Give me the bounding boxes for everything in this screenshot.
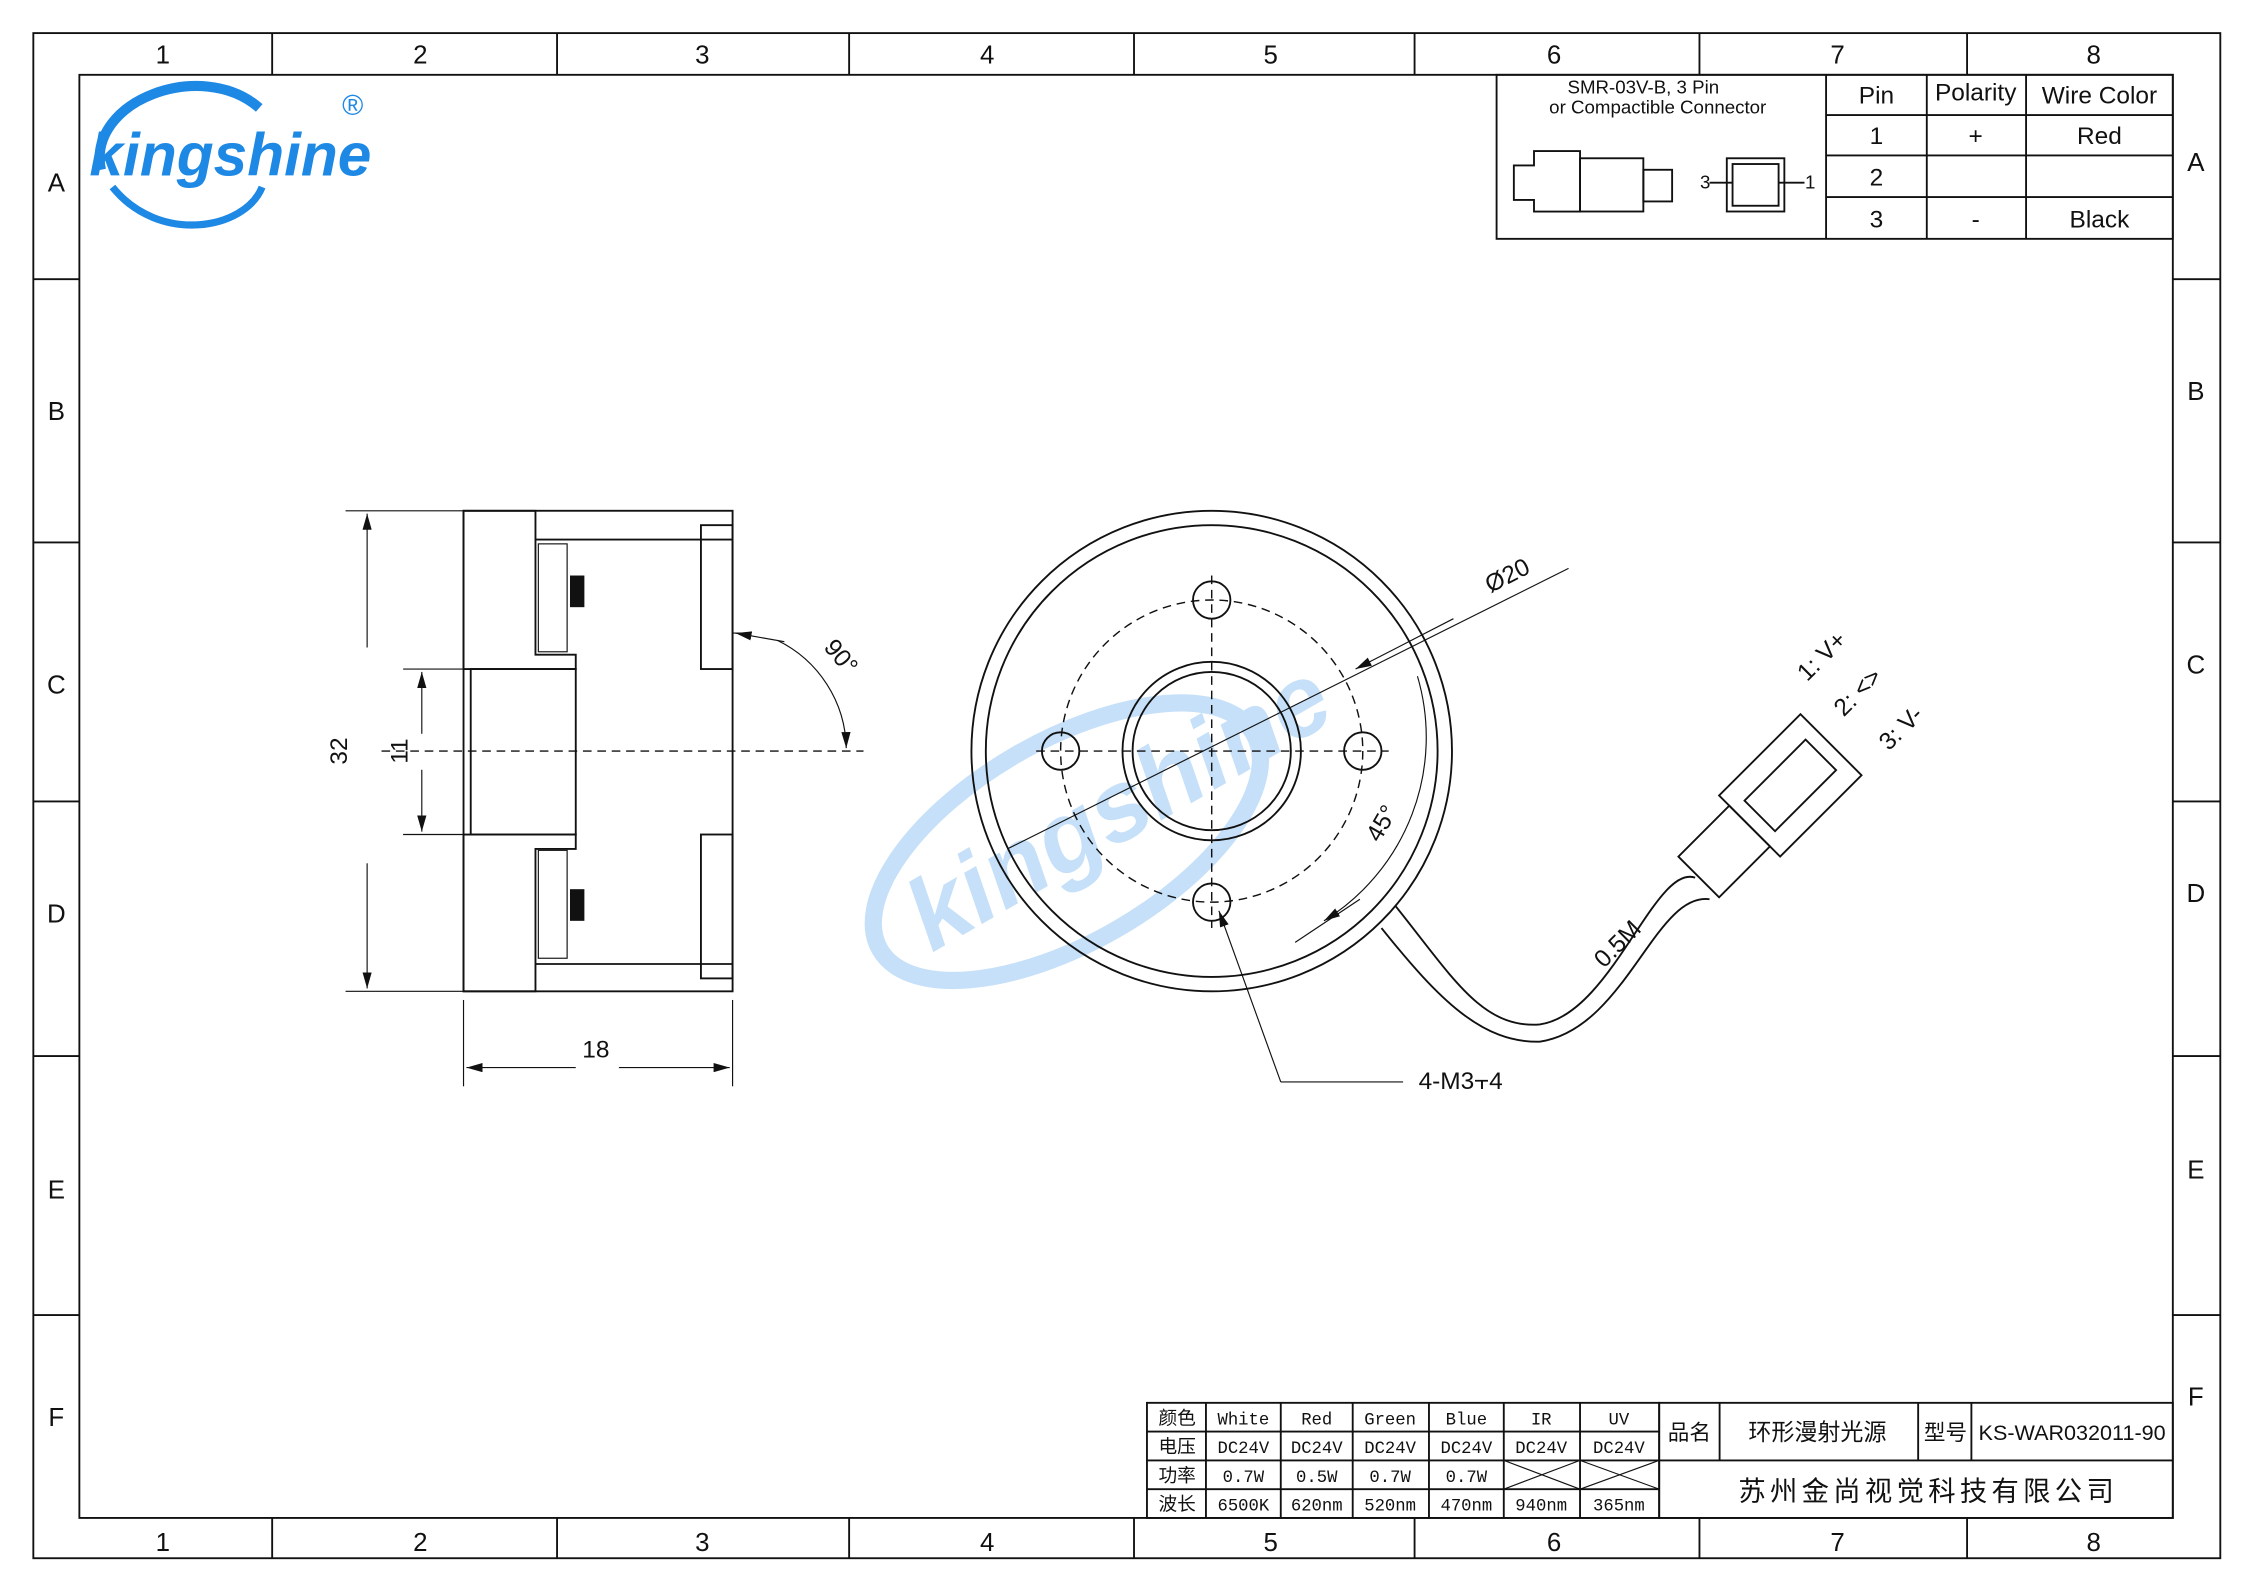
row-label: A	[48, 169, 66, 197]
row-label: A	[2187, 149, 2205, 177]
col-label: 5	[1264, 41, 1278, 69]
svg-text:940nm: 940nm	[1515, 1498, 1567, 1517]
col-label: 5	[1264, 1529, 1278, 1557]
watermark-logo: kingshine	[864, 640, 1350, 990]
svg-text:1: 1	[1870, 123, 1884, 150]
cable-length: 0.5M	[1589, 916, 1647, 974]
svg-text:0.7W: 0.7W	[1223, 1469, 1265, 1488]
connector-front-icon	[1709, 157, 1805, 213]
svg-text:365nm: 365nm	[1593, 1498, 1645, 1517]
row-label: D	[2187, 880, 2206, 908]
connector-subtitle: or Compactible Connector	[1549, 97, 1766, 118]
connector-title: SMR-03V-B, 3 Pin	[1568, 77, 1720, 98]
pin-label: 1: V+	[1792, 627, 1852, 687]
svg-text:DC24V: DC24V	[1291, 1440, 1343, 1459]
col-label: 6	[1547, 1529, 1561, 1557]
svg-text:2: 2	[1870, 165, 1884, 192]
svg-text:DC24V: DC24V	[1593, 1440, 1645, 1459]
svg-text:6500K: 6500K	[1217, 1498, 1269, 1517]
svg-text:Polarity: Polarity	[1935, 80, 2017, 107]
svg-text:0.7W: 0.7W	[1369, 1469, 1411, 1488]
svg-text:DC24V: DC24V	[1217, 1440, 1269, 1459]
svg-text:Red: Red	[2077, 123, 2122, 150]
svg-text:颜色: 颜色	[1158, 1408, 1195, 1429]
col-label: 8	[2086, 41, 2100, 69]
svg-text:功率: 功率	[1158, 1466, 1195, 1487]
row-label: E	[2187, 1156, 2204, 1184]
dim-hole-angle: 45°	[1361, 801, 1403, 847]
svg-text:0.5W: 0.5W	[1296, 1469, 1338, 1488]
svg-text:DC24V: DC24V	[1364, 1440, 1416, 1459]
row-label: E	[48, 1177, 65, 1205]
svg-text:520nm: 520nm	[1364, 1498, 1416, 1517]
svg-text:品名: 品名	[1668, 1421, 1711, 1446]
svg-text:+: +	[1969, 123, 1983, 150]
connector-side-icon	[1512, 150, 1674, 213]
col-label: 8	[2086, 1529, 2100, 1557]
col-label: 7	[1830, 1529, 1844, 1557]
connector-plug	[1677, 712, 1863, 899]
svg-text:Wire Color: Wire Color	[2042, 83, 2157, 110]
pin-label: 2: <>	[1829, 663, 1887, 721]
col-label: 2	[413, 41, 427, 69]
svg-text:3: 3	[1870, 206, 1884, 233]
svg-text:Pin: Pin	[1859, 83, 1894, 110]
dim-bore: 11	[386, 738, 413, 763]
dim-holes: 4-M3⫟4	[1419, 1068, 1503, 1095]
svg-text:620nm: 620nm	[1291, 1498, 1343, 1517]
connector-table: SMR-03V-B, 3 Pin or Compactible Connecto…	[1495, 73, 2174, 240]
svg-text:Blue: Blue	[1446, 1411, 1487, 1430]
dim-diameter: Ø20	[1481, 554, 1534, 599]
svg-text:470nm: 470nm	[1440, 1498, 1492, 1517]
col-label: 2	[413, 1529, 427, 1557]
model-number: KS-WAR032011-90	[1979, 1420, 2166, 1445]
svg-text:0.7W: 0.7W	[1446, 1469, 1488, 1488]
svg-text:波长: 波长	[1158, 1495, 1196, 1516]
section-view: 32 11 18 90°	[326, 509, 864, 1087]
svg-text:电压: 电压	[1158, 1437, 1195, 1458]
svg-text:UV: UV	[1609, 1411, 1630, 1430]
svg-text:Black: Black	[2070, 206, 2131, 233]
col-label: 6	[1547, 41, 1561, 69]
col-label: 3	[695, 41, 709, 69]
svg-text:Red: Red	[1301, 1411, 1332, 1430]
svg-text:DC24V: DC24V	[1515, 1440, 1567, 1459]
col-label: 3	[695, 1529, 709, 1557]
row-label: F	[48, 1404, 64, 1432]
svg-text:-: -	[1972, 206, 1980, 233]
row-label: F	[2188, 1384, 2204, 1412]
svg-text:IR: IR	[1531, 1411, 1552, 1430]
svg-text:kingshine: kingshine	[89, 121, 371, 189]
svg-text:White: White	[1217, 1411, 1269, 1430]
row-label: D	[47, 900, 66, 928]
svg-text:DC24V: DC24V	[1440, 1440, 1492, 1459]
row-label: B	[48, 398, 65, 426]
col-label: 4	[980, 1529, 994, 1557]
pin-label: 3: V-	[1874, 701, 1929, 756]
svg-text:1: 1	[1805, 171, 1815, 192]
dim-height: 32	[326, 737, 353, 764]
kingshine-logo: kingshine ®	[89, 80, 371, 229]
svg-text:型号: 型号	[1924, 1421, 1967, 1446]
product-name: 环形漫射光源	[1748, 1420, 1886, 1446]
svg-text:®: ®	[342, 90, 363, 122]
col-label: 1	[156, 1529, 170, 1557]
svg-text:3: 3	[1700, 171, 1710, 192]
row-label: C	[47, 672, 66, 700]
company-name: 苏州金尚视觉科技有限公司	[1738, 1477, 2118, 1508]
row-label: C	[2187, 651, 2206, 679]
row-label: B	[2187, 378, 2204, 406]
col-label: 7	[1830, 41, 1844, 69]
drawing-frame: 1 2 3 4 5 6 7 8 1 2 3 4 5 6 7 8 A B C D E F A B C D E F	[32, 32, 2222, 1560]
dim-depth: 18	[582, 1037, 609, 1064]
dim-angle: 90°	[818, 634, 862, 680]
title-block: 品名 环形漫射光源 型号 KS-WAR032011-90 苏州金尚视觉科技有限公…	[1658, 1401, 2174, 1519]
svg-text:Green: Green	[1364, 1411, 1416, 1430]
col-label: 4	[980, 41, 994, 69]
col-label: 1	[156, 41, 170, 69]
